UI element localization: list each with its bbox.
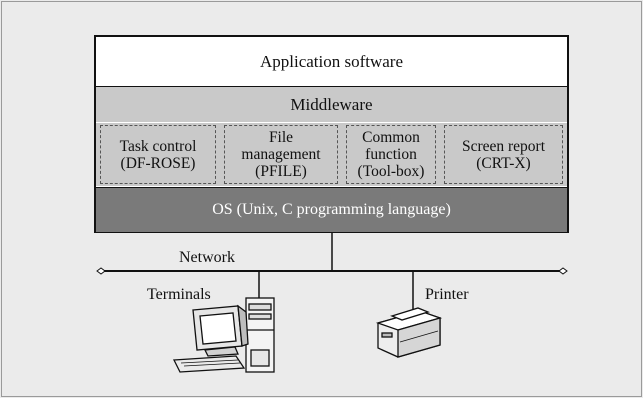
module-line: (Tool-box)	[357, 163, 425, 180]
module-line: Task control	[119, 137, 197, 155]
application-layer-label: Application software	[259, 51, 404, 71]
printer-label: Printer	[425, 286, 469, 303]
module-line: Screen report	[461, 137, 546, 155]
module-line: function	[365, 146, 417, 163]
module-line: (CRT-X)	[476, 154, 531, 172]
laser-printer-icon	[375, 307, 443, 358]
os-layer-label: OS (Unix, C programming language)	[212, 201, 451, 218]
terminals-label: Terminals	[147, 286, 211, 303]
middleware-layer-label: Middleware	[290, 94, 373, 114]
desktop-computer-icon	[172, 297, 275, 373]
module-file-management: File management (PFILE)	[220, 123, 342, 186]
module-screen-report: Screen report (CRT-X)	[440, 123, 567, 186]
application-layer: Application software	[96, 37, 567, 87]
module-line: (PFILE)	[255, 163, 307, 180]
module-line: management	[241, 146, 321, 163]
module-line: (DF-ROSE)	[120, 154, 196, 172]
module-line: Common	[362, 129, 420, 146]
module-task-control: Task control (DF-ROSE)	[96, 123, 220, 186]
network-end-left	[96, 267, 106, 275]
module-common-function: Common function (Tool-box)	[342, 123, 440, 186]
module-line: File	[268, 129, 294, 146]
middleware-modules: Task control (DF-ROSE) File management (…	[96, 123, 567, 186]
middleware-layer: Middleware	[96, 87, 567, 122]
os-layer: OS (Unix, C programming language)	[96, 187, 567, 232]
network-end-right	[558, 267, 568, 275]
network-label: Network	[179, 249, 235, 266]
software-stack: Application software Middleware Task con…	[94, 35, 569, 233]
